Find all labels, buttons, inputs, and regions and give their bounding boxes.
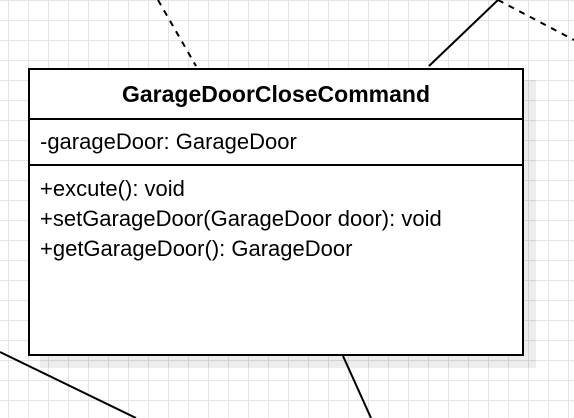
- dependency-connector-top-left[interactable]: [157, 0, 197, 67]
- association-connector-bottom-left[interactable]: [0, 351, 137, 418]
- class-methods-section: +excute(): void +setGarageDoor(GarageDoo…: [30, 166, 522, 264]
- attribute-garage-door: -garageDoor: GarageDoor: [40, 129, 297, 154]
- association-connector-top[interactable]: [428, 0, 499, 67]
- uml-class-garage-door-close-command[interactable]: GarageDoorCloseCommand -garageDoor: Gara…: [28, 68, 524, 356]
- method-excute: +excute(): void: [40, 176, 185, 201]
- class-name: GarageDoorCloseCommand: [30, 70, 522, 120]
- dependency-connector-top-right[interactable]: [497, 0, 574, 41]
- association-connector-bottom[interactable]: [342, 355, 372, 418]
- class-attributes-section: -garageDoor: GarageDoor: [30, 120, 522, 166]
- method-get-garage-door: +getGarageDoor(): GarageDoor: [40, 236, 353, 261]
- method-set-garage-door: +setGarageDoor(GarageDoor door): void: [40, 206, 442, 231]
